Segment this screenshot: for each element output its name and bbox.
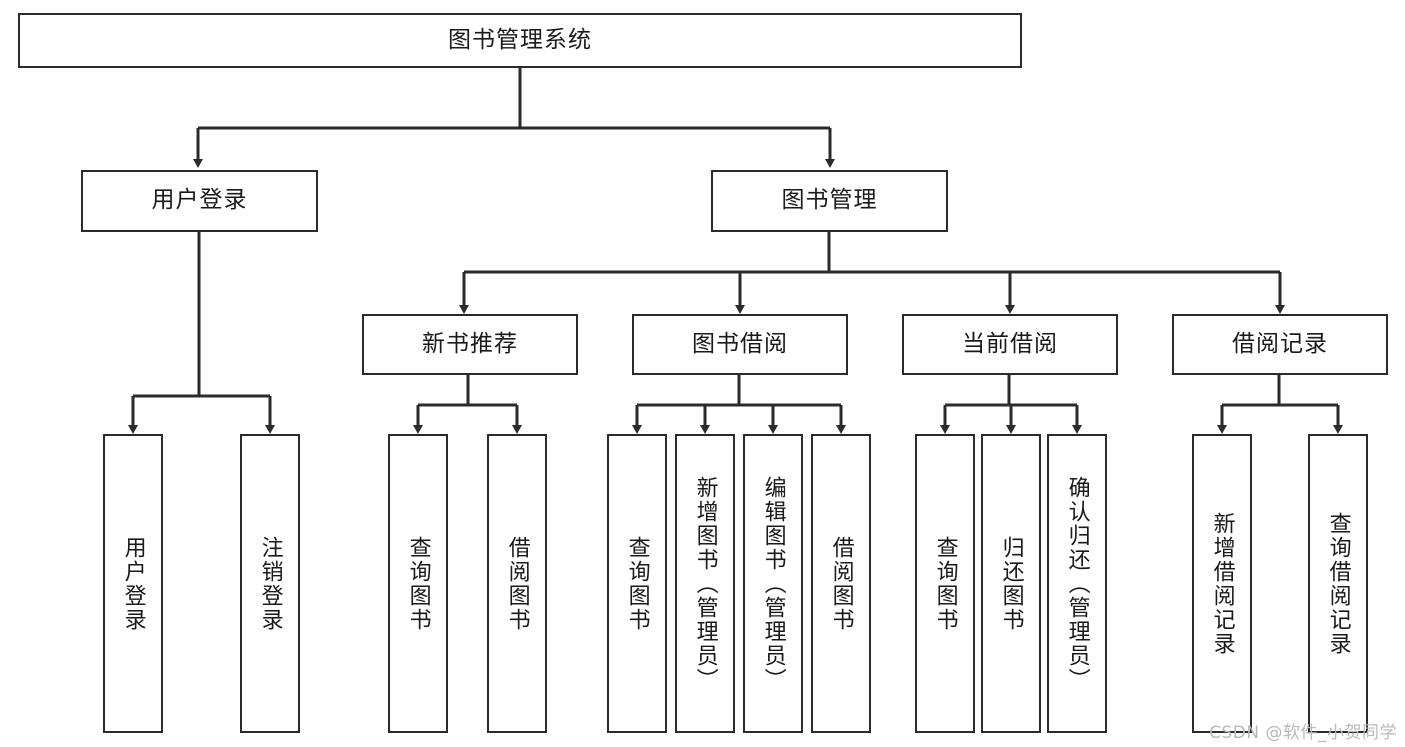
node-label: 当前借阅 [962,330,1058,357]
node-label: 图书管理 [781,187,878,214]
node-label: 注销登录 [257,535,283,632]
node-new-book-recommendation[interactable]: 新书推荐 [362,314,578,375]
node-label: 归还图书 [998,535,1024,632]
node-leaf-return-book[interactable]: 归还图书 [981,434,1041,733]
node-root-book-management-system[interactable]: 图书管理系统 [18,13,1022,68]
node-label: 借阅图书 [828,535,854,632]
csdn-watermark: CSDN @软件_小贺同学 [1209,723,1397,743]
node-label: 用户登录 [151,187,248,214]
node-label: 新增图书（管理员） [692,475,718,692]
node-label: 查询图书 [624,535,650,632]
node-leaf-query-book-recommendation[interactable]: 查询图书 [388,434,448,733]
node-label: 查询图书 [405,535,431,632]
node-leaf-logout[interactable]: 注销登录 [240,434,300,733]
node-leaf-user-login[interactable]: 用户登录 [103,434,163,733]
node-leaf-add-borrowing-record[interactable]: 新增借阅记录 [1192,434,1252,733]
node-leaf-edit-book-admin[interactable]: 编辑图书（管理员） [743,434,803,733]
node-label: 查询借阅记录 [1325,511,1351,656]
node-book-borrowing[interactable]: 图书借阅 [632,314,848,375]
node-label: 新书推荐 [422,330,518,357]
node-label: 新增借阅记录 [1209,511,1235,656]
node-leaf-query-book-current[interactable]: 查询图书 [915,434,975,733]
node-current-borrowing[interactable]: 当前借阅 [902,314,1118,375]
node-label: 借阅记录 [1232,330,1328,357]
node-leaf-add-book-admin[interactable]: 新增图书（管理员） [675,434,735,733]
node-leaf-borrow-book-recommendation[interactable]: 借阅图书 [487,434,547,733]
node-leaf-confirm-return-admin[interactable]: 确认归还（管理员） [1047,434,1107,733]
node-label: 确认归还（管理员） [1064,475,1090,692]
node-leaf-query-borrowing-record[interactable]: 查询借阅记录 [1308,434,1368,733]
node-label: 编辑图书（管理员） [760,475,786,692]
node-leaf-borrow-book-borrowing[interactable]: 借阅图书 [811,434,871,733]
node-leaf-query-book-borrowing[interactable]: 查询图书 [607,434,667,733]
node-user-login[interactable]: 用户登录 [81,170,318,232]
node-book-management[interactable]: 图书管理 [711,170,948,232]
node-label: 用户登录 [120,535,146,632]
node-label: 图书借阅 [692,330,788,357]
node-label: 图书管理系统 [448,26,592,53]
node-label: 借阅图书 [504,535,530,632]
node-borrowing-record[interactable]: 借阅记录 [1172,314,1388,375]
node-label: 查询图书 [932,535,958,632]
